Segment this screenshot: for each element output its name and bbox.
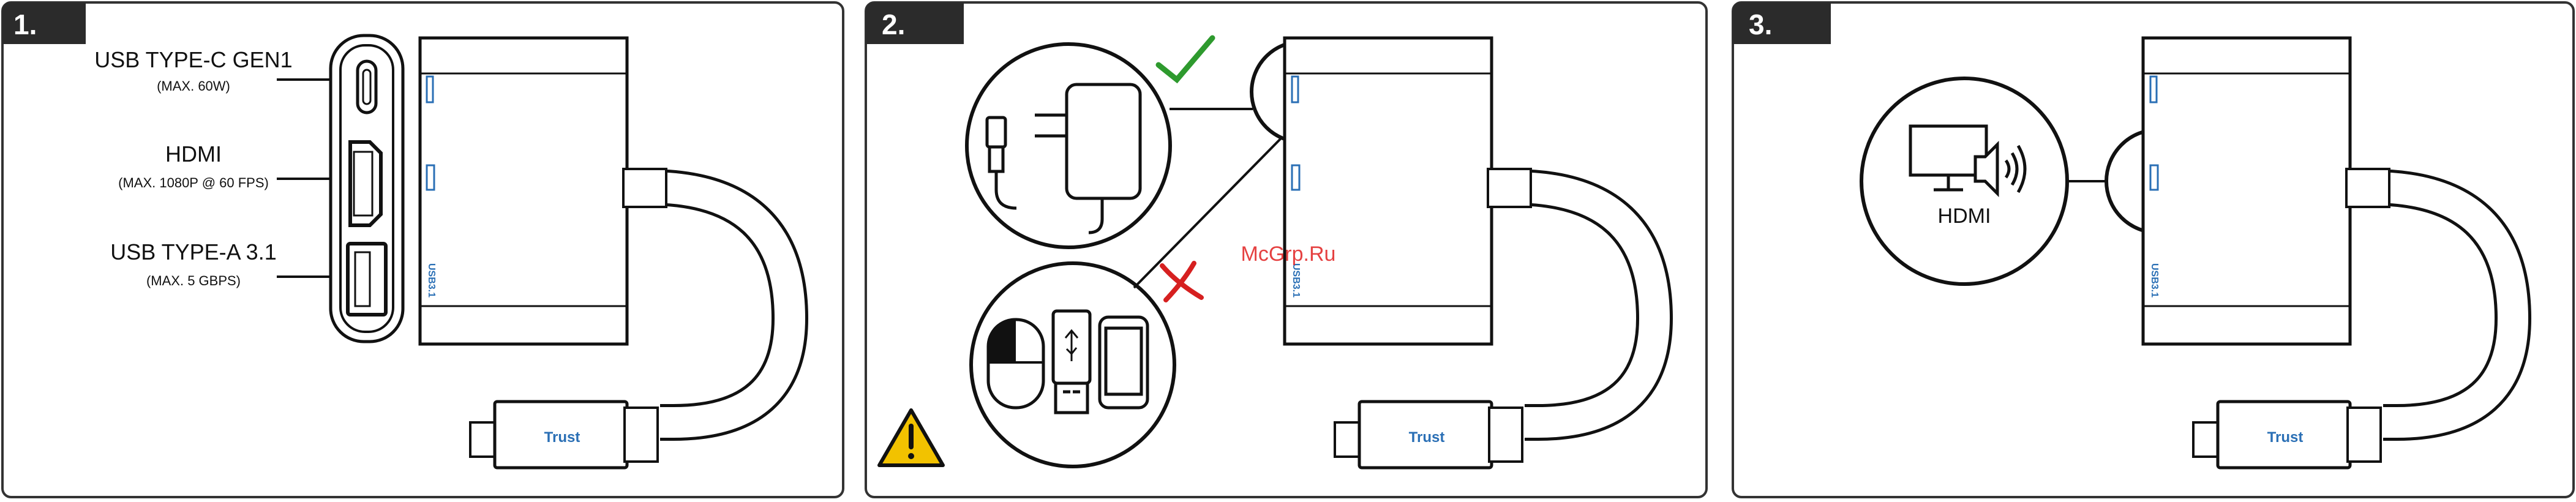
hdmi-display-circle <box>1861 78 2067 284</box>
checkmark-icon <box>1158 38 1212 80</box>
cable-strain-relief <box>1488 169 1531 207</box>
cable-fill <box>1492 187 1654 422</box>
adapter-body <box>420 38 627 344</box>
usba-sub: (MAX. 5 GBPS) <box>146 273 241 288</box>
panel-3-number: 3. <box>1749 9 1772 40</box>
mouse-icon <box>988 320 1043 408</box>
cross-icon <box>1162 263 1201 300</box>
panel-3: 3. HDMI USB3.1 Trust <box>1733 2 2574 497</box>
cable-strain-relief <box>623 169 666 207</box>
panel-2-number: 2. <box>882 9 905 40</box>
connector-collar <box>2348 408 2381 462</box>
brand-logo: Trust <box>544 429 580 446</box>
usbc-title: USB TYPE-C GEN1 <box>94 47 292 72</box>
brand-logo: Trust <box>2267 429 2304 446</box>
panel-2-number-badge <box>866 2 964 44</box>
hdmi-sub: (MAX. 1080P @ 60 FPS) <box>118 175 269 190</box>
watermark: McGrp.Ru <box>1241 242 1336 266</box>
panel-2: 2. <box>866 2 1707 497</box>
panel-1: 1. USB TYPE-C GEN1 (MAX. 60W) HDMI (MAX.… <box>2 2 843 497</box>
brand-logo: Trust <box>1409 429 1445 446</box>
connector-collar <box>625 408 658 462</box>
adapter-body <box>2143 38 2350 344</box>
usbc-sub: (MAX. 60W) <box>157 78 230 94</box>
device-port-label: USB3.1 <box>426 263 437 298</box>
device-port-label: USB3.1 <box>2149 263 2160 298</box>
cable-fill <box>2350 187 2513 422</box>
warning-icon <box>879 410 943 465</box>
panel-1-number: 1. <box>13 9 37 40</box>
hdmi-title: HDMI <box>165 141 222 167</box>
adapter-body <box>1285 38 1492 344</box>
panel-3-number-badge <box>1733 2 1831 44</box>
device-port-label: USB3.1 <box>1291 263 1301 298</box>
connector-collar <box>1489 408 1522 462</box>
cable-fill <box>627 187 790 422</box>
hdmi-label: HDMI <box>1938 204 1991 228</box>
cable-strain-relief <box>2346 169 2389 207</box>
usba-title: USB TYPE-A 3.1 <box>110 239 276 264</box>
